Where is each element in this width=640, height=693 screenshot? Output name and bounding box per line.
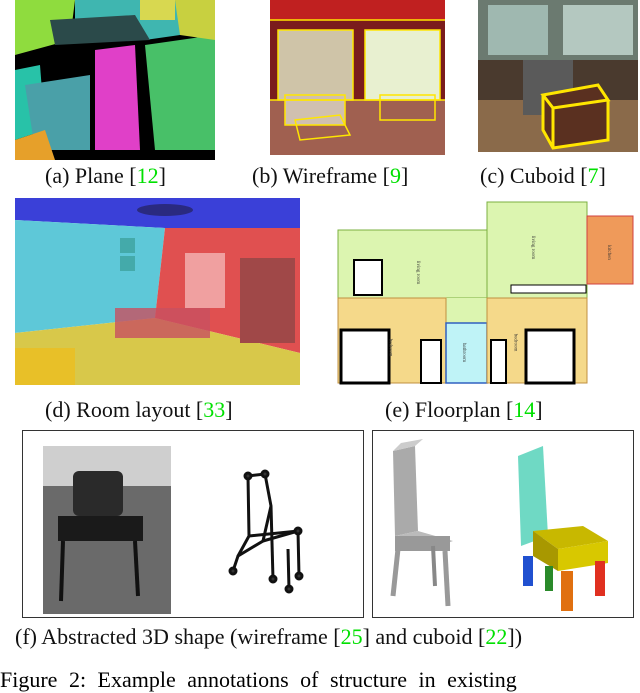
- chair-wireframe-illustration: [43, 446, 304, 614]
- floorplan-image: living room living room kitchen bedroom …: [336, 200, 636, 385]
- citation-link[interactable]: 33: [203, 397, 226, 422]
- caption-text: ]): [507, 624, 523, 649]
- citation-link[interactable]: 25: [340, 624, 363, 649]
- floorplan-room-label: kitchen: [605, 245, 611, 260]
- caption-a: (a) Plane [12]: [45, 163, 166, 189]
- floorplan-room-label: living room: [530, 235, 536, 260]
- room-layout-image: [15, 198, 300, 385]
- cuboid-photo-image: [478, 0, 638, 152]
- floorplan-room-label: bedroom: [512, 333, 518, 352]
- chair-cuboid-illustration: [390, 439, 608, 611]
- caption-text: ]: [225, 397, 233, 422]
- citation-link[interactable]: 9: [389, 163, 401, 188]
- plane-segmentation-image: [15, 0, 215, 160]
- figure-caption: Figure 2: Example annotations of structu…: [0, 667, 517, 692]
- citation-link[interactable]: 14: [513, 397, 536, 422]
- caption-text: ] and cuboid [: [362, 624, 486, 649]
- caption-text: (b) Wireframe [: [252, 163, 390, 188]
- caption-text: (e) Floorplan [: [385, 397, 514, 422]
- caption-text: (c) Cuboid [: [480, 163, 588, 188]
- floorplan-room-label: bathroom: [461, 342, 467, 363]
- caption-b: (b) Wireframe [9]: [252, 163, 408, 189]
- caption-d: (d) Room layout [33]: [45, 397, 233, 423]
- cuboid-panel: [372, 430, 634, 618]
- caption-c: (c) Cuboid [7]: [480, 163, 606, 189]
- wireframe-image: [270, 0, 445, 155]
- floorplan-room-label: living room: [415, 260, 421, 285]
- caption-text: ]: [598, 163, 606, 188]
- floorplan-room-label: bedroom: [387, 338, 393, 357]
- citation-link[interactable]: 7: [587, 163, 599, 188]
- citation-link[interactable]: 22: [485, 624, 508, 649]
- caption-f: (f) Abstracted 3D shape (wireframe [25] …: [15, 624, 522, 650]
- caption-text: (f) Abstracted 3D shape (wireframe [: [15, 624, 341, 649]
- caption-e: (e) Floorplan [14]: [385, 397, 543, 423]
- caption-text: (d) Room layout [: [45, 397, 204, 422]
- wireframe-panel: [22, 430, 364, 618]
- caption-text: ]: [400, 163, 409, 188]
- caption-text: ]: [535, 397, 543, 422]
- citation-link[interactable]: 12: [136, 163, 159, 188]
- caption-text: ]: [158, 163, 166, 188]
- caption-text: (a) Plane [: [45, 163, 137, 188]
